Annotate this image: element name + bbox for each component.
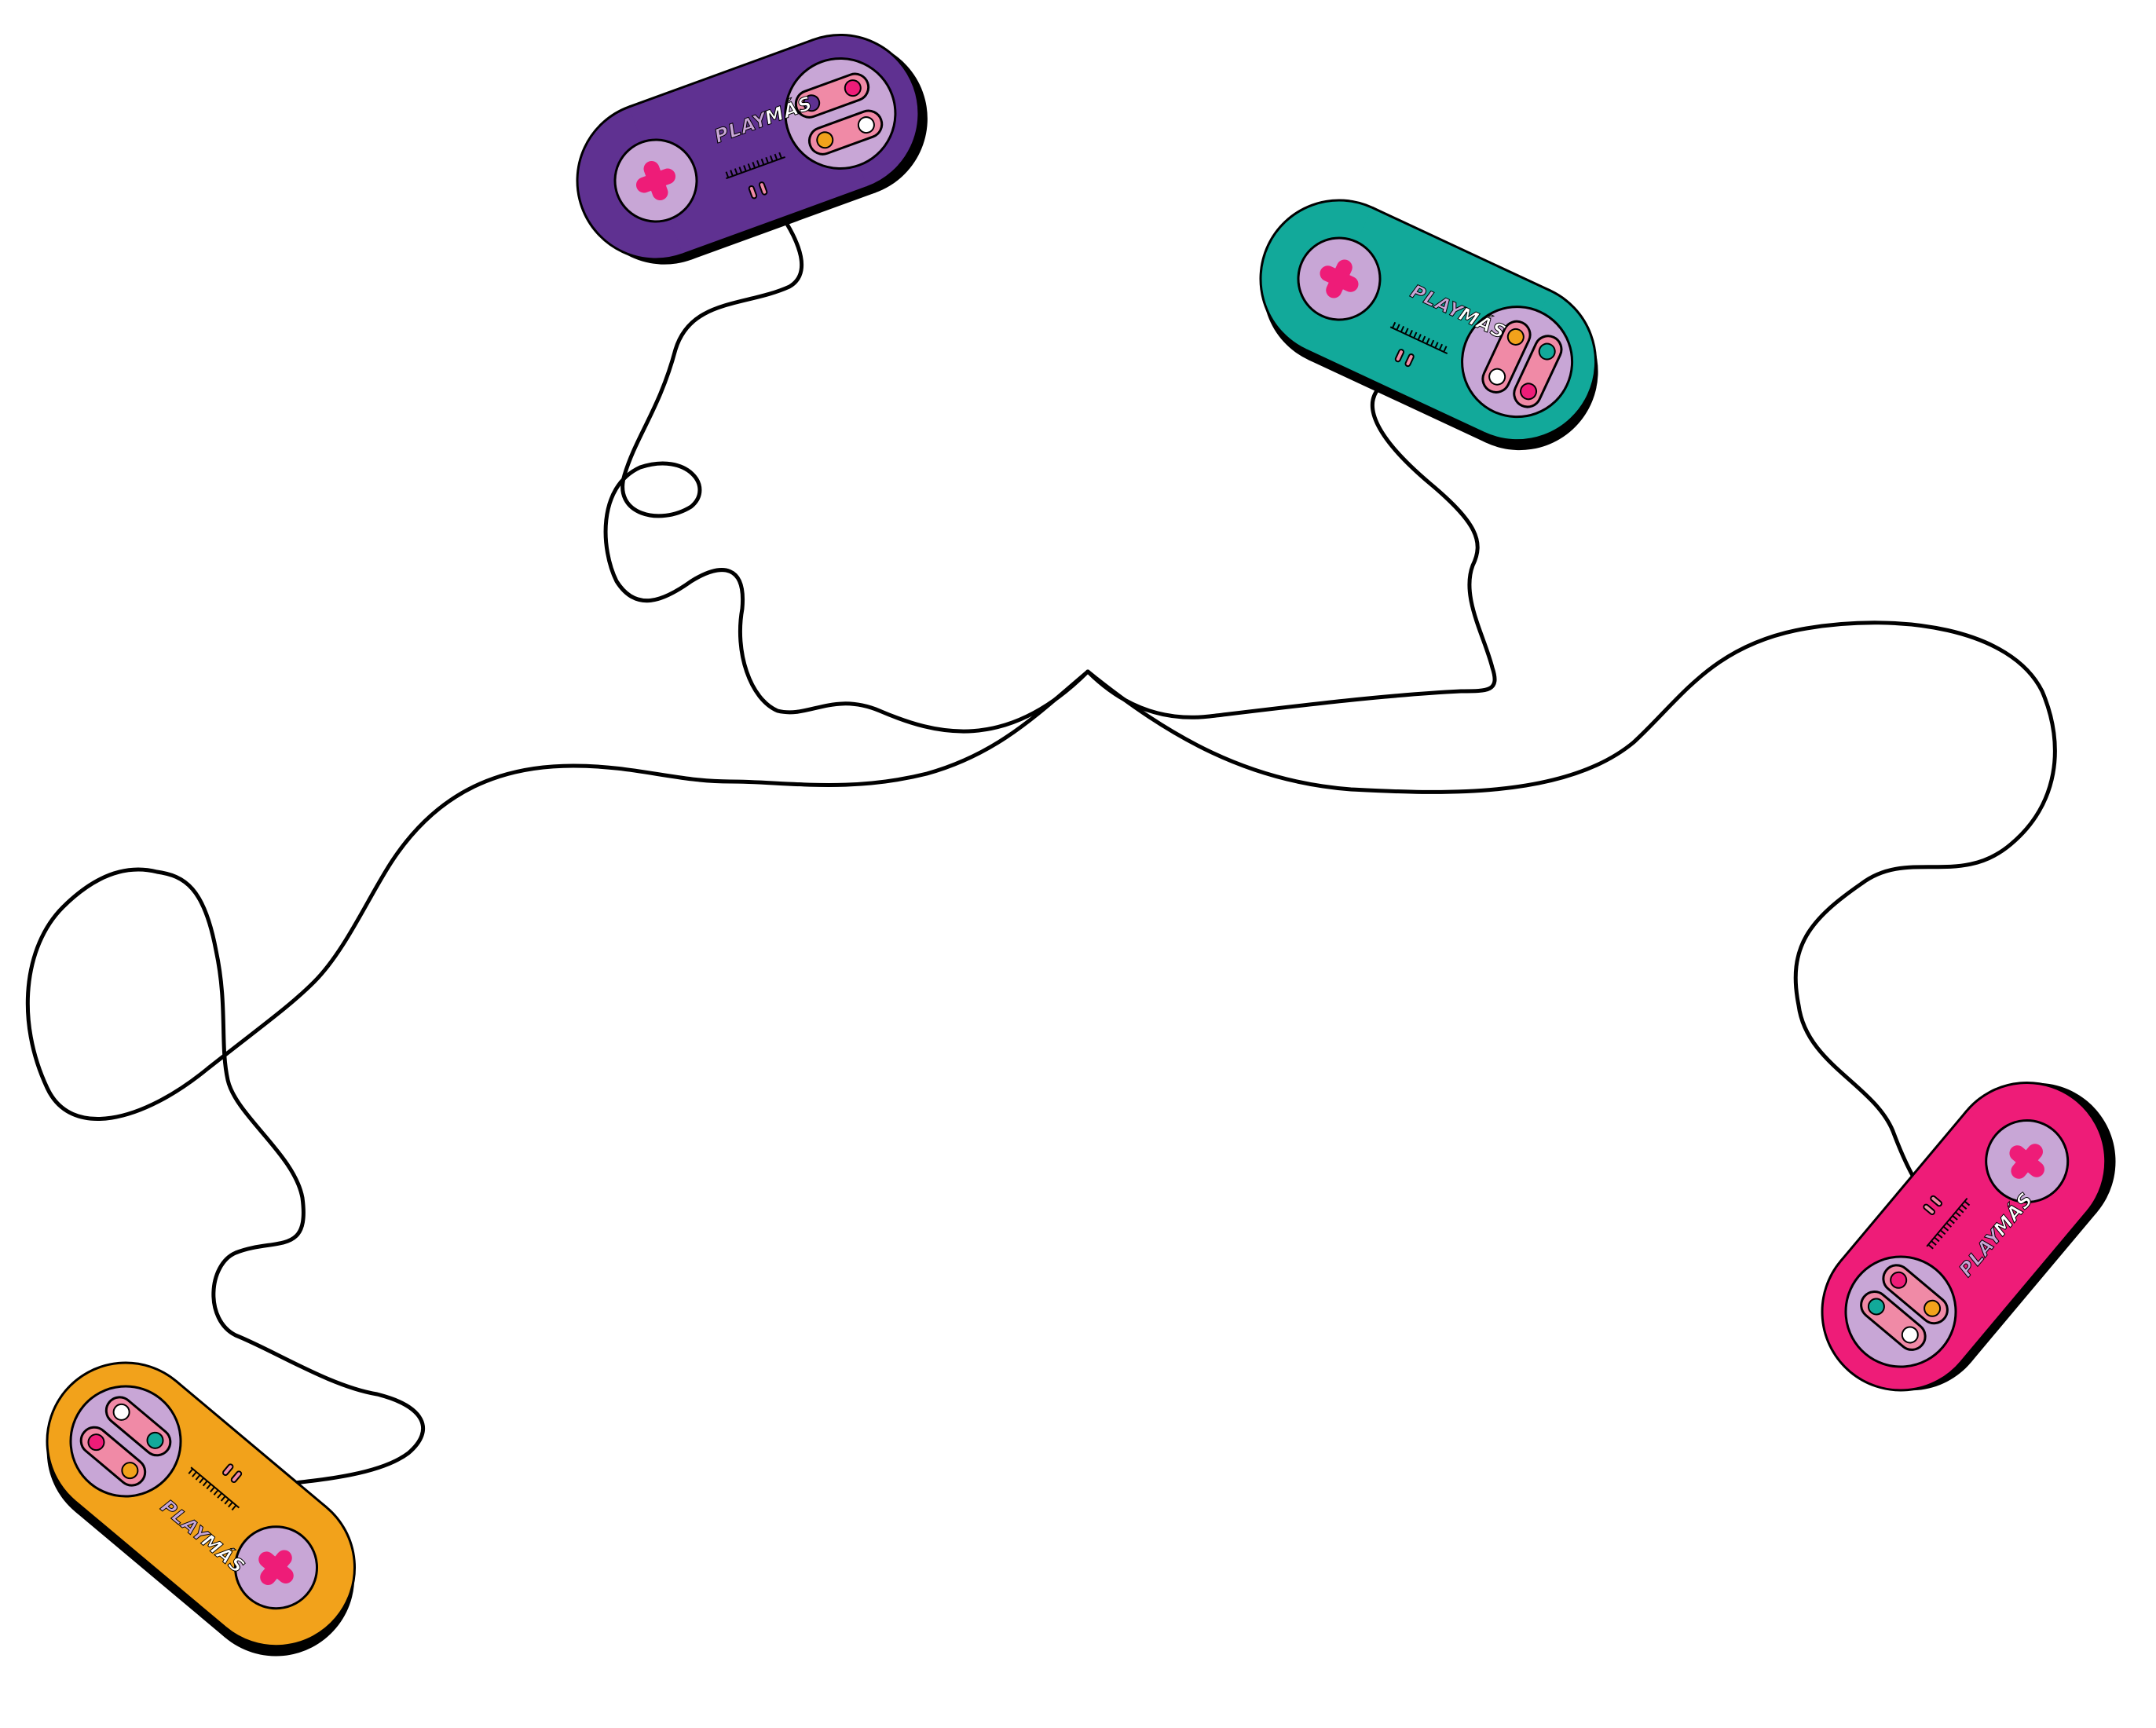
action-buttons bbox=[69, 1385, 182, 1498]
cord-purple bbox=[603, 192, 1090, 734]
action-buttons bbox=[784, 57, 897, 170]
controller-orange: PLAY MÁS bbox=[46, 1361, 357, 1657]
speaker-grille bbox=[725, 152, 785, 180]
dpad-cross-icon bbox=[635, 160, 676, 201]
dpad bbox=[1985, 1118, 2070, 1203]
controller-teal: PLAY MÁS bbox=[1259, 199, 1598, 451]
controller-purple: PLAY MÁS bbox=[576, 33, 928, 265]
controller-pink: PLAY MÁS bbox=[1821, 1081, 2116, 1392]
controller-body bbox=[1259, 199, 1598, 442]
dpad bbox=[613, 138, 698, 223]
cord-group bbox=[25, 192, 2057, 1491]
speaker-grille bbox=[188, 1466, 240, 1511]
action-buttons bbox=[1844, 1255, 1957, 1368]
dpad bbox=[1297, 236, 1382, 321]
start-select bbox=[1923, 1195, 1942, 1215]
start-select bbox=[1394, 349, 1415, 368]
action-buttons bbox=[1461, 306, 1574, 419]
speaker-grille bbox=[1389, 321, 1448, 355]
dpad bbox=[234, 1525, 319, 1610]
cord-pink bbox=[1085, 621, 2057, 1200]
cord-teal bbox=[1085, 383, 1497, 719]
cord-orange bbox=[25, 669, 1090, 1491]
start-select bbox=[748, 181, 768, 200]
speaker-grille bbox=[1926, 1197, 1971, 1250]
dpad-cross-icon bbox=[2009, 1144, 2044, 1179]
dpad-cross-icon bbox=[258, 1550, 294, 1585]
dpad-cross-icon bbox=[1320, 259, 1359, 298]
start-select bbox=[222, 1463, 243, 1483]
